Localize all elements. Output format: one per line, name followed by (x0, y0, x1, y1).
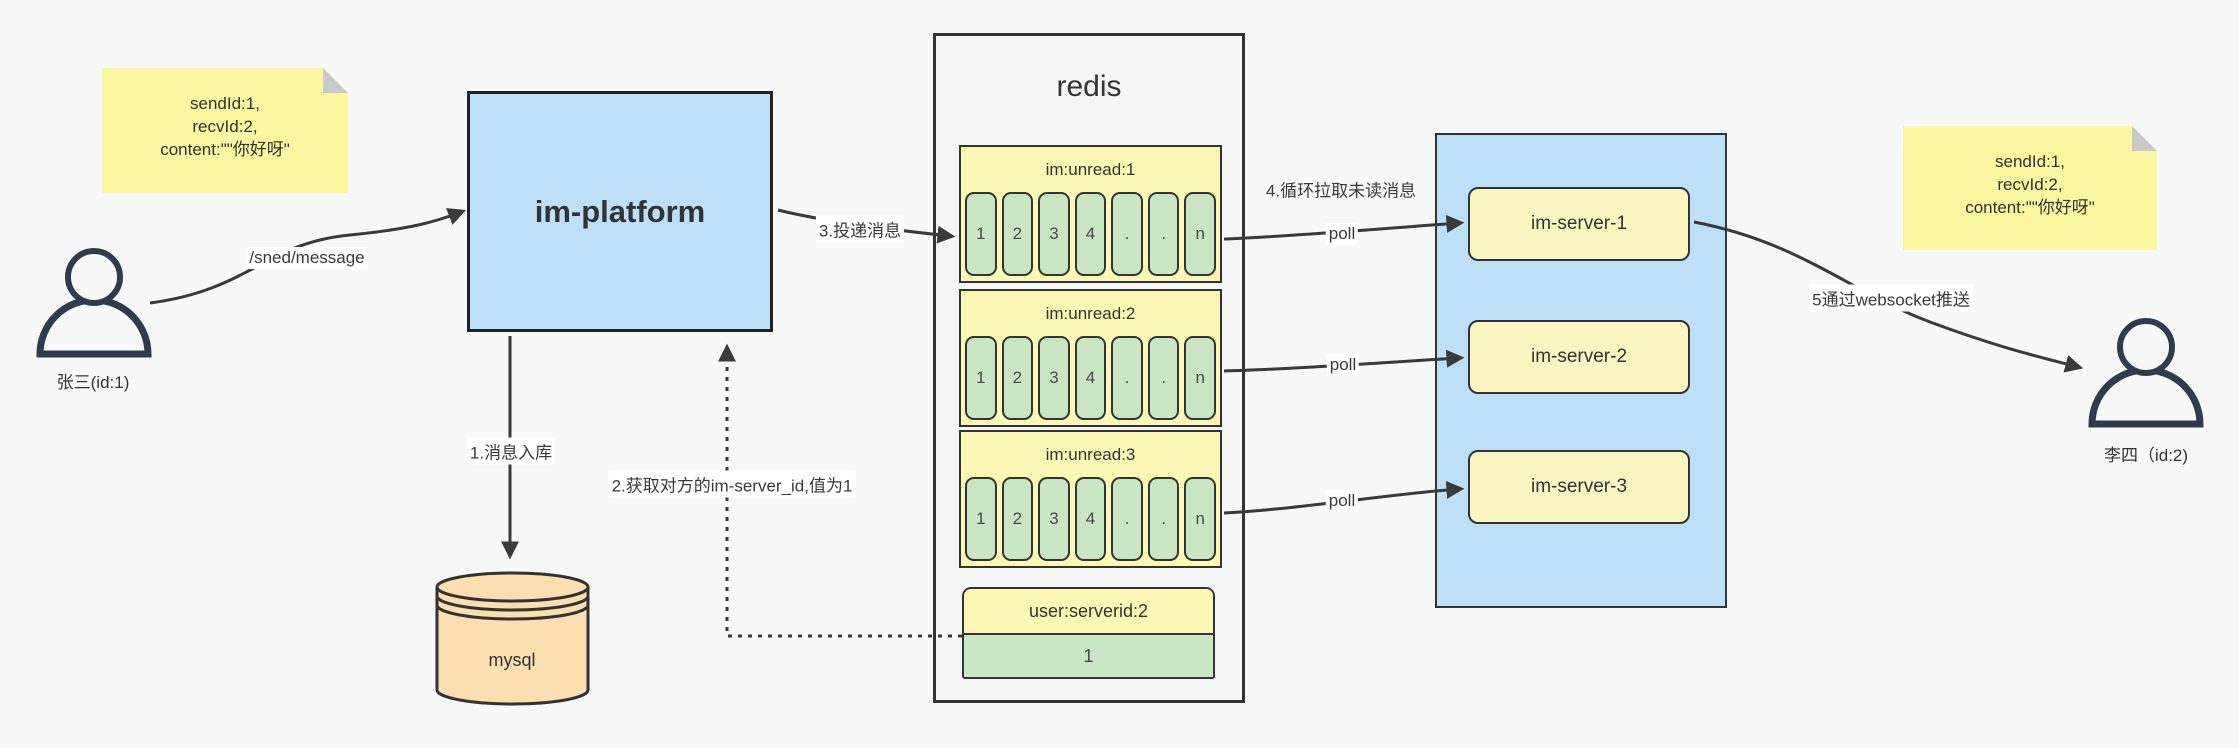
note-fold-icon (323, 68, 348, 93)
server-box-3: im-server-3 (1468, 450, 1690, 524)
queue-cell: 1 (965, 336, 997, 420)
kv-header: user:serverid:2 (964, 589, 1213, 635)
note-line: sendId:1, (190, 94, 260, 113)
server-label: im-server-3 (1530, 476, 1628, 497)
im-platform-box: im-platform (467, 91, 773, 332)
label-poll-1: poll (1325, 223, 1359, 245)
note-line: recvId:2, (192, 117, 258, 136)
queue-cell: 4 (1074, 477, 1107, 561)
label-step2: 2.获取对方的im-server_id,值为1 (608, 470, 856, 498)
queue-cell: 4 (1074, 336, 1107, 420)
queue-cell: 3 (1038, 336, 1070, 420)
queue-cells: 1 2 3 4 . . n (961, 336, 1220, 420)
kv-user-serverid: user:serverid:2 1 (962, 587, 1215, 679)
label-poll-3: poll (1325, 490, 1359, 512)
queue-cell: . (1147, 192, 1180, 276)
queue-unread-1: im:unread:1 1 2 3 4 . . n (959, 145, 1222, 283)
im-platform-label: im-platform (534, 193, 706, 229)
label-poll-2: poll (1326, 354, 1360, 376)
server-box-2: im-server-2 (1468, 320, 1690, 394)
sender-person-icon (36, 248, 152, 358)
mysql-label: mysql (488, 650, 536, 670)
arrow-step5-websocket (1693, 220, 2084, 373)
arrow-send-message (149, 208, 467, 305)
queue-cell: n (1184, 477, 1217, 561)
queue-cell: . (1111, 192, 1143, 276)
label-step5: 5通过websocket推送 (1809, 284, 1973, 312)
server-box-1: im-server-1 (1468, 187, 1690, 261)
queue-cell: 1 (965, 477, 997, 561)
note-line: content:""你好呀" (160, 140, 290, 159)
queue-cell: n (1184, 192, 1217, 276)
queue-cells: 1 2 3 4 . . n (961, 192, 1220, 276)
queue-header: im:unread:1 (1045, 160, 1136, 179)
queue-cell: 2 (1001, 336, 1034, 420)
queue-header: im:unread:3 (1045, 445, 1136, 464)
queue-cells: 1 2 3 4 . . n (961, 477, 1220, 561)
receiver-person-icon (2088, 318, 2204, 428)
actor-receiver-label: 李四（id:2) (2103, 446, 2189, 465)
queue-cell: . (1147, 336, 1180, 420)
queue-cell: 3 (1038, 477, 1070, 561)
label-step1: 1.消息入库 (466, 437, 556, 465)
queue-cell: 2 (1001, 192, 1034, 276)
sticky-note-left: sendId:1, recvId:2, content:""你好呀" (102, 68, 348, 193)
actor-sender-label: 张三(id:1) (56, 373, 130, 392)
label-step3: 3.投递消息 (815, 215, 905, 243)
queue-cell: . (1111, 336, 1143, 420)
queue-cell: 3 (1038, 192, 1070, 276)
queue-unread-2: im:unread:2 1 2 3 4 . . n (959, 289, 1222, 427)
sticky-note-right: sendId:1, recvId:2, content:""你好呀" (1903, 126, 2157, 250)
queue-cell: . (1111, 477, 1143, 561)
label-send-message: /sned/message (246, 247, 368, 269)
queue-header: im:unread:2 (1045, 304, 1136, 323)
server-label: im-server-1 (1530, 213, 1628, 234)
queue-cell: 1 (965, 192, 997, 276)
note-line: recvId:2, (1997, 175, 2063, 194)
server-label: im-server-2 (1530, 346, 1628, 367)
redis-title: redis (1056, 70, 1122, 103)
note-line: sendId:1, (1995, 152, 2065, 171)
note-fold-icon (2132, 126, 2157, 151)
queue-cell: n (1184, 336, 1217, 420)
mysql-database-icon (435, 571, 590, 706)
label-step4: 4.循环拉取未读消息 (1265, 181, 1417, 201)
queue-unread-3: im:unread:3 1 2 3 4 . . n (959, 430, 1222, 568)
note-line: content:""你好呀" (1965, 198, 2095, 217)
queue-cell: 2 (1001, 477, 1034, 561)
queue-cell: 4 (1074, 192, 1107, 276)
kv-value: 1 (964, 635, 1213, 677)
queue-cell: . (1147, 477, 1180, 561)
